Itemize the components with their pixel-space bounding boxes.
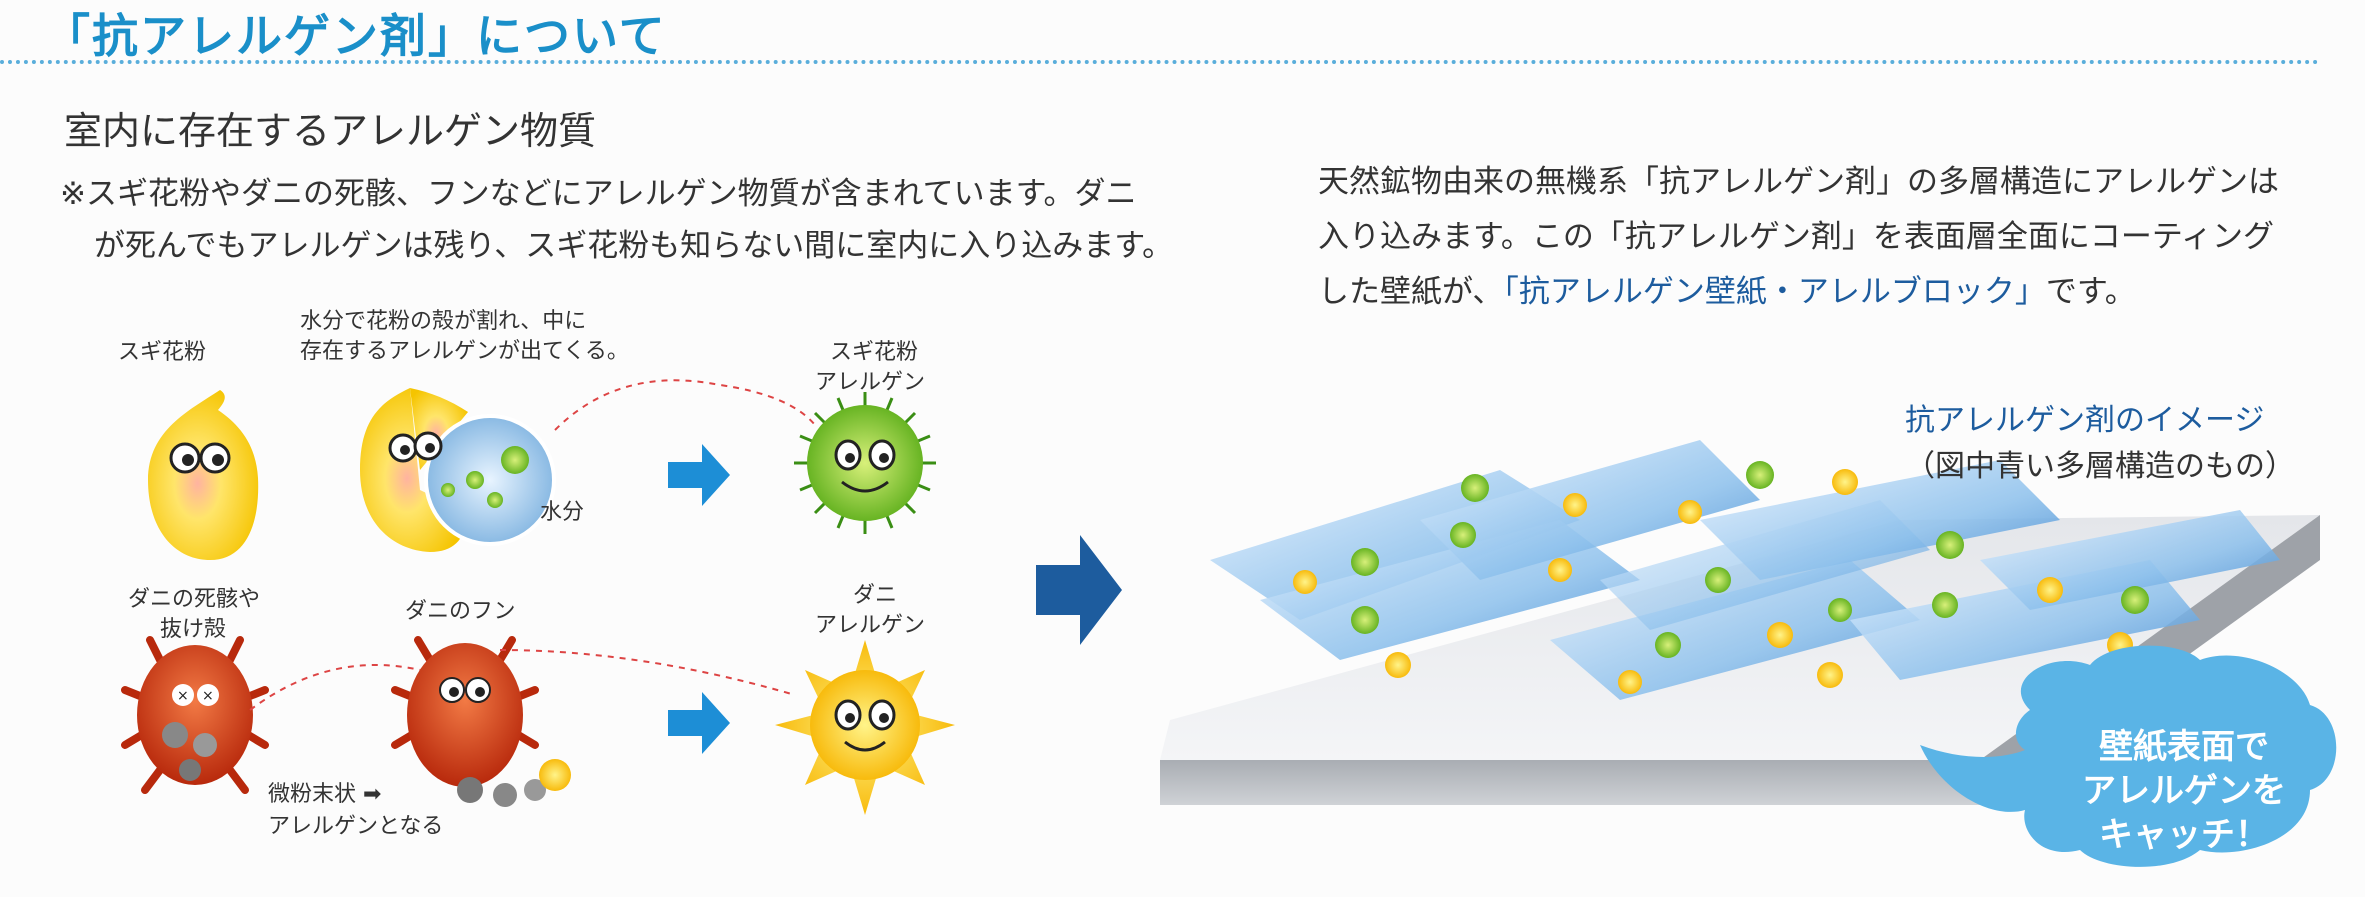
image-caption-title: 抗アレルゲン剤のイメージ (1905, 403, 2265, 438)
cracked-pollen-icon (360, 388, 556, 552)
label-dani-dead-2: 抜け殻 (160, 617, 227, 642)
dead-mite-icon: × × (121, 636, 269, 794)
image-caption: 抗アレルゲン剤のイメージ （図中青い多層構造のもの） (1905, 398, 2295, 490)
desc-line-3-suffix: です。 (2045, 274, 2136, 310)
bubble-line-3: キャッチ！ (2099, 815, 2269, 855)
mite-feces-icon (391, 636, 571, 807)
speech-bubble (1920, 645, 2337, 867)
description: 天然鉱物由来の無機系「抗アレルゲン剤」の多層構造にアレルゲンは 入り込みます。こ… (1318, 155, 2279, 320)
label-water: 水分 (540, 500, 585, 525)
bubble-line-2: アレルゲンを (2082, 771, 2286, 811)
page-title: 「抗アレルゲン剤」について (44, 9, 667, 63)
label-powder-1: 微粉末状 ➡ (268, 782, 382, 807)
arrow-right-icon (668, 444, 730, 506)
svg-text:×: × (177, 688, 189, 704)
label-dani-allergen-2: アレルゲン (815, 613, 926, 638)
bubble-text: 壁紙表面で アレルゲンを キャッチ！ (2068, 725, 2300, 857)
section-note: ※スギ花粉やダニの死骸、フンなどにアレルゲン物質が含まれています。ダニ が死んで… (60, 168, 1173, 272)
arrow-right-icon (668, 692, 730, 754)
desc-line-1: 天然鉱物由来の無機系「抗アレルゲン剤」の多層構造にアレルゲンは (1318, 164, 2279, 200)
label-sugi-allergen-2: アレルゲン (815, 370, 926, 395)
connector-lines (249, 379, 816, 711)
svg-text:×: × (202, 688, 214, 704)
product-name-highlight: 「抗アレルゲン壁紙・アレルブロック」 (1503, 274, 2046, 310)
image-caption-sub: （図中青い多層構造のもの） (1905, 449, 2295, 484)
label-sugi-allergen-1: スギ花粉 (830, 340, 919, 365)
big-arrow-right-icon (1036, 535, 1122, 645)
label-powder-2: アレルゲンとなる (268, 814, 444, 839)
note-line-1: ※スギ花粉やダニの死骸、フンなどにアレルゲン物質が含まれています。ダニ (60, 176, 1137, 212)
dotted-divider (0, 60, 2320, 64)
desc-line-3: した壁紙が、「抗アレルゲン壁紙・アレルブロック」です。 (1318, 265, 2279, 320)
sugi-pollen-icon (148, 390, 259, 560)
label-dani-allergen-1: ダニ (853, 583, 898, 608)
section-subtitle: 室内に存在するアレルゲン物質 (64, 109, 597, 153)
label-dani-fun: ダニのフン (405, 599, 516, 624)
desc-line-3-prefix: した壁紙が、 (1318, 274, 1504, 310)
bubble-line-1: 壁紙表面で (2099, 727, 2269, 767)
note-line-2: が死んでもアレルゲンは残り、スギ花粉も知らない間に室内に入り込みます。 (94, 228, 1174, 264)
mite-allergen-icon (775, 640, 955, 815)
desc-line-2: 入り込みます。この「抗アレルゲン剤」を表面層全面にコーティング (1318, 219, 2275, 255)
label-sugi-pollen: スギ花粉 (118, 340, 207, 365)
sugi-allergen-icon (794, 392, 936, 534)
label-dani-dead-1: ダニの死骸や (128, 587, 261, 612)
label-crack-1: 水分で花粉の殻が割れ、中に (300, 309, 587, 334)
scattered-allergens (1293, 461, 2149, 694)
label-crack-2: 存在するアレルゲンが出てくる。 (300, 339, 629, 364)
